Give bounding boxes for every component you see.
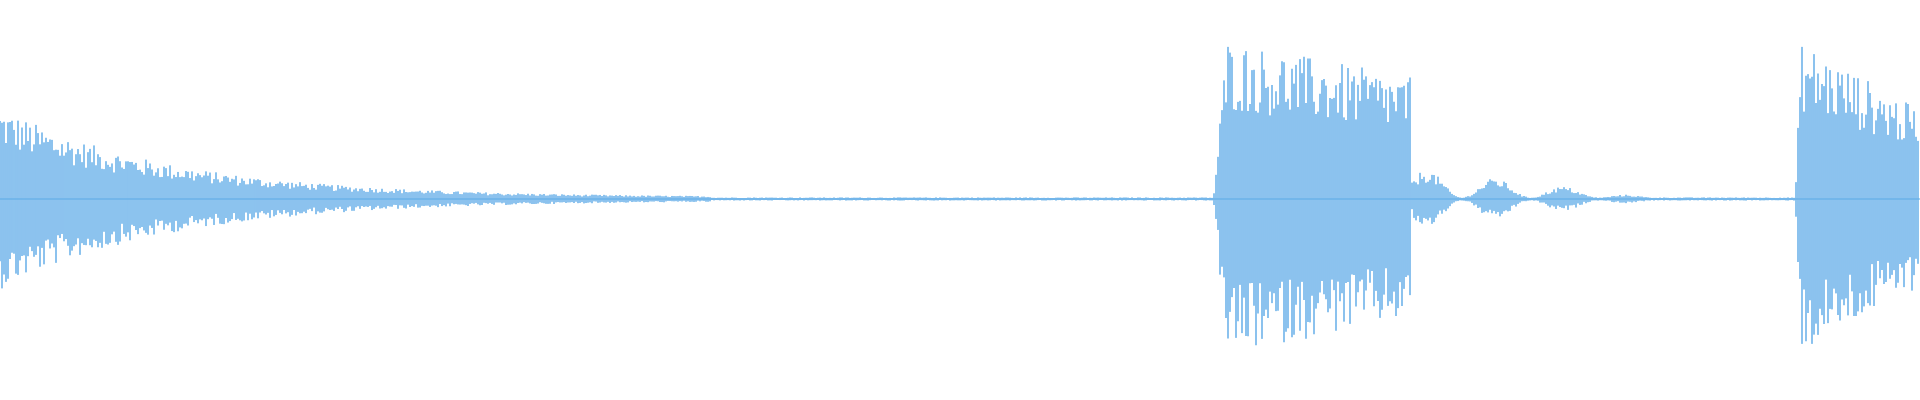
waveform-samples: [0, 46, 1919, 346]
